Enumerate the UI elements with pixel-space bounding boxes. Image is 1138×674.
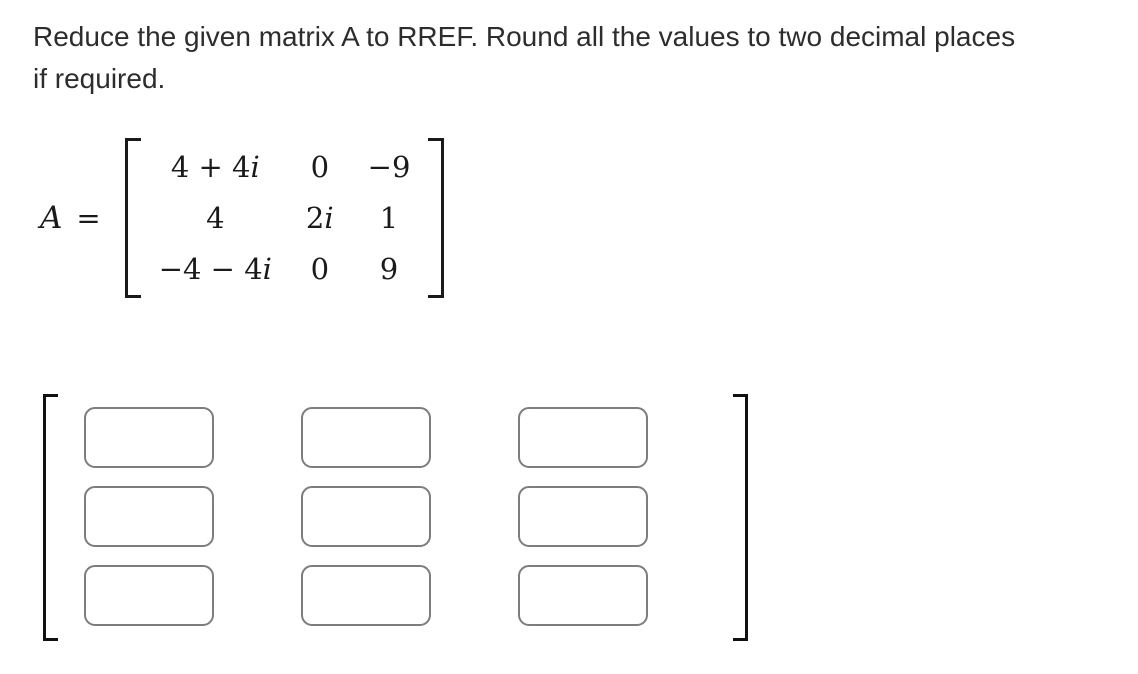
answer-input-r1c1[interactable] xyxy=(84,407,214,468)
matrix-cell-r3c2: 0 xyxy=(310,252,330,286)
matrix-cell-r1c2: 0 xyxy=(310,150,330,184)
answer-input-r3c2[interactable] xyxy=(301,565,431,626)
matrix-right-bracket xyxy=(428,138,445,298)
answer-right-bracket xyxy=(733,394,748,641)
answer-input-r3c3[interactable] xyxy=(518,565,648,626)
answer-matrix xyxy=(43,394,748,641)
matrix-cell-r2c1: 4 xyxy=(206,201,225,235)
matrix-cell-r3c3: 9 xyxy=(379,252,399,286)
matrix-cell-r3c1: −4 − 4i xyxy=(158,252,272,286)
answer-input-r2c3[interactable] xyxy=(518,486,648,547)
question-line-1: Reduce the given matrix A to RREF. Round… xyxy=(33,21,1016,52)
answer-input-r1c2[interactable] xyxy=(301,407,431,468)
answer-input-r2c1[interactable] xyxy=(84,486,214,547)
matrix-definition: A = 4 + 4i 0 −9 4 2i 1 −4 − 4i 0 9 xyxy=(40,138,1138,298)
matrix-a: 4 + 4i 0 −9 4 2i 1 −4 − 4i 0 9 xyxy=(124,138,445,298)
question-text: Reduce the given matrix A to RREF. Round… xyxy=(0,0,1138,100)
matrix-cell-r2c3: 1 xyxy=(379,201,399,235)
question-line-2: if required. xyxy=(33,63,166,94)
answer-left-bracket xyxy=(43,394,58,641)
matrix-cell-r2c2: 2i xyxy=(305,201,334,235)
matrix-cell-r1c1: 4 + 4i xyxy=(170,150,260,184)
matrix-cell-r1c3: −9 xyxy=(367,150,411,184)
answer-grid xyxy=(58,394,733,641)
equals-sign: = xyxy=(76,201,101,235)
answer-input-r2c2[interactable] xyxy=(301,486,431,547)
matrix-left-bracket xyxy=(124,138,141,298)
answer-input-r3c1[interactable] xyxy=(84,565,214,626)
answer-input-r1c3[interactable] xyxy=(518,407,648,468)
matrix-variable-label: A xyxy=(40,200,63,236)
matrix-grid: 4 + 4i 0 −9 4 2i 1 −4 − 4i 0 9 xyxy=(141,138,429,298)
